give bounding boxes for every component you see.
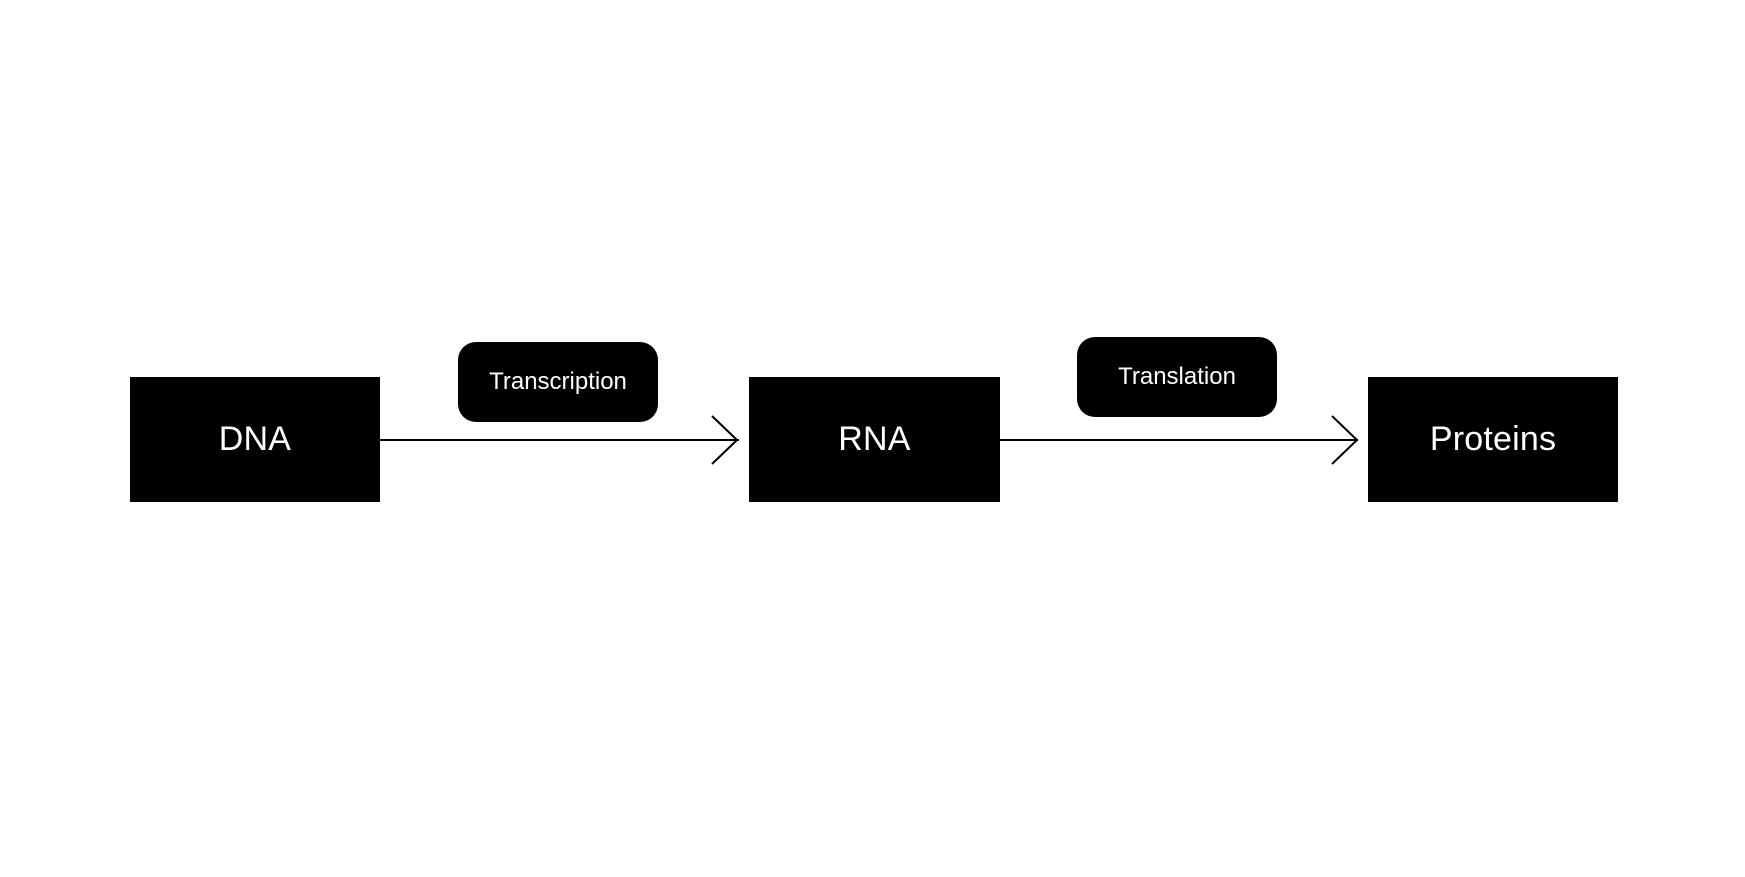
node-proteins-label: Proteins <box>1429 420 1557 458</box>
node-rna: RNA <box>749 377 1000 502</box>
process-translation: Translation <box>1077 337 1277 417</box>
arrow-dna-to-rna-head <box>711 415 739 465</box>
process-translation-label: Translation <box>1118 363 1236 390</box>
node-dna: DNA <box>130 377 380 502</box>
process-transcription-label: Transcription <box>489 368 627 395</box>
node-dna-label: DNA <box>218 420 292 458</box>
node-proteins: Proteins <box>1368 377 1618 502</box>
process-transcription: Transcription <box>458 342 658 422</box>
arrow-rna-to-proteins-head <box>1331 415 1359 465</box>
node-rna-label: RNA <box>838 420 911 458</box>
